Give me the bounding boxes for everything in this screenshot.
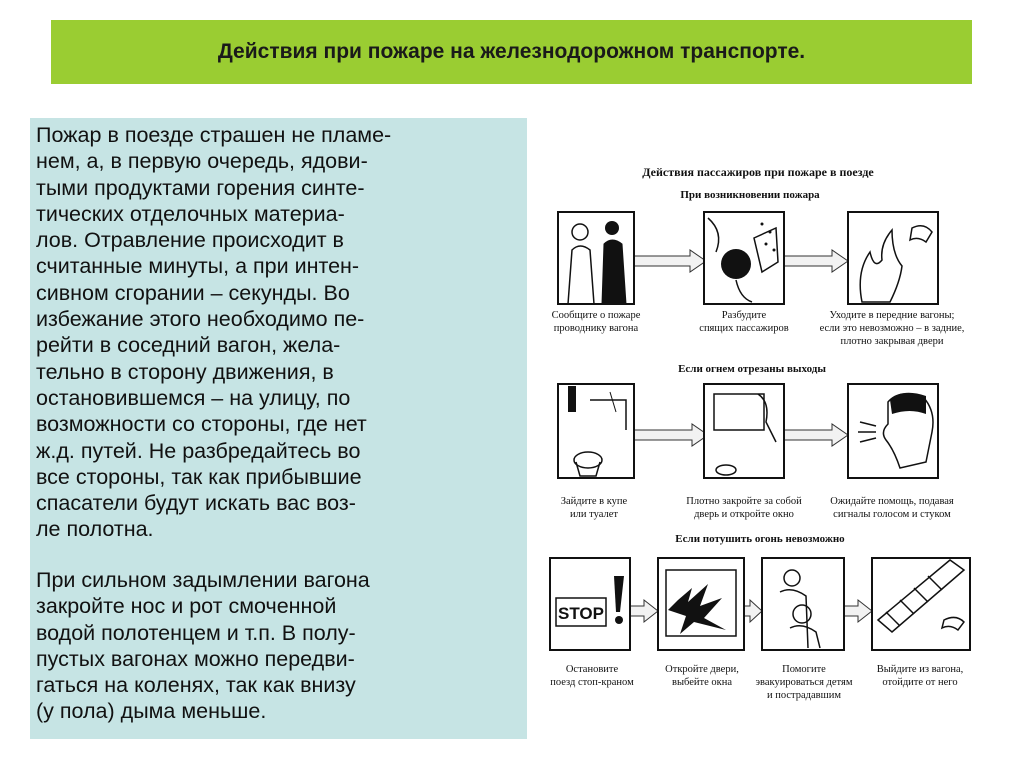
text-line: избежание этого необходимо пе- <box>36 307 365 332</box>
text-line: лов. Отравление происходит в <box>36 228 344 253</box>
text-line: рейти в соседний вагон, жела- <box>36 333 341 358</box>
illustration-stop-train: STOP <box>549 557 631 651</box>
text-line: тельно в сторону движения, в <box>36 359 334 384</box>
text-line: спасатели будут искать вас воз- <box>36 491 356 516</box>
arrow-connector <box>631 423 709 447</box>
text-line: сивном сгорании – секунды. Во <box>36 280 350 305</box>
caption-line: Откройте двери, <box>665 664 739 675</box>
caption-line: эвакуироваться детям <box>756 677 853 688</box>
page-title: Действия при пожаре на железнодорожном т… <box>217 40 806 63</box>
text-line: При сильном задымлении вагона <box>36 568 370 592</box>
text-line: гаться на коленях, так как внизу <box>36 673 356 698</box>
caption-line: проводнику вагона <box>554 323 639 334</box>
caption-line: выбейте окна <box>672 677 732 688</box>
illustration-help-children <box>761 557 845 651</box>
caption-line: поезд стоп-краном <box>550 677 634 688</box>
figure-title: Действия пассажиров при пожаре в поезде <box>642 165 874 179</box>
text-line: все стороны, так как прибывшие <box>36 464 362 489</box>
text-panel <box>30 118 527 739</box>
text-line: ж.д. путей. Не разбредайтесь во <box>36 438 361 463</box>
text-line: пустых вагонах можно передви- <box>36 646 355 671</box>
text-line: остановившемся – на улицу, по <box>36 385 351 410</box>
instruction-figure: Действия пассажиров при пожаре в поезде … <box>540 132 990 752</box>
caption-line: спящих пассажиров <box>699 323 788 334</box>
text-line: считанные минуты, а при интен- <box>36 254 360 279</box>
text-line: возможности со стороны, где нет <box>36 412 367 437</box>
text-line: ле полотна. <box>36 517 154 542</box>
illustration-call-for-help <box>847 383 939 479</box>
title-bar: Действия при пожаре на железнодорожном т… <box>51 20 972 84</box>
text-line: тических отделочных материа- <box>36 201 345 226</box>
caption-line: Помогите <box>782 664 826 675</box>
section-heading: При возникновении пожара <box>680 189 820 201</box>
paragraph-smoke-advice: При сильном задымлении вагона закройте н… <box>36 567 370 725</box>
arrow-connector <box>631 249 707 273</box>
section-heading: Если потушить огонь невозможно <box>675 533 845 545</box>
caption-line: Уходите в передние вагоны; <box>830 310 955 321</box>
illustration-close-door <box>703 383 785 479</box>
stop-sign-text: STOP <box>558 604 604 623</box>
caption-line: или туалет <box>570 509 618 520</box>
caption-line: Зайдите в купе <box>561 496 628 507</box>
caption-line: и пострадавшим <box>767 690 841 701</box>
text-line: водой полотенцем и т.п. В полу- <box>36 620 356 645</box>
section-heading: Если огнем отрезаны выходы <box>678 363 826 375</box>
arrow-connector <box>629 598 659 624</box>
text-line: тыми продуктами горения синте- <box>36 175 365 200</box>
paragraph-fire-danger: Пожар в поезде страшен не пламе- нем, а,… <box>36 122 391 543</box>
caption-line: если это невозможно – в задние, <box>820 323 965 334</box>
illustration-report-conductor <box>557 211 635 305</box>
illustration-enter-compartment <box>557 383 635 479</box>
illustration-wake-passengers <box>703 211 785 305</box>
illustration-leave-car <box>847 211 939 305</box>
illustration-break-windows <box>657 557 745 651</box>
caption-line: дверь и откройте окно <box>694 509 794 520</box>
text-line: (у пола) дыма меньше. <box>36 699 267 724</box>
text-line: закройте нос и рот смоченной <box>36 594 337 619</box>
text-line: нем, а, в первую очередь, ядови- <box>36 149 368 174</box>
caption-line: Ожидайте помощь, подавая <box>830 496 954 507</box>
illustration-exit-car <box>871 557 971 651</box>
caption-line: сигналы голосом и стуком <box>833 509 951 520</box>
caption-line: отойдите от него <box>882 677 957 688</box>
caption-line: Плотно закройте за собой <box>686 496 802 507</box>
arrow-connector <box>781 249 849 273</box>
caption-line: Разбудите <box>722 310 767 321</box>
caption-line: Сообщите о пожаре <box>552 310 641 321</box>
text-line: Пожар в поезде страшен не пламе- <box>36 123 392 147</box>
arrow-connector <box>841 598 873 624</box>
arrow-connector <box>781 423 849 447</box>
caption-line: плотно закрывая двери <box>841 336 944 347</box>
caption-line: Остановите <box>566 664 619 675</box>
caption-line: Выйдите из вагона, <box>877 664 964 675</box>
